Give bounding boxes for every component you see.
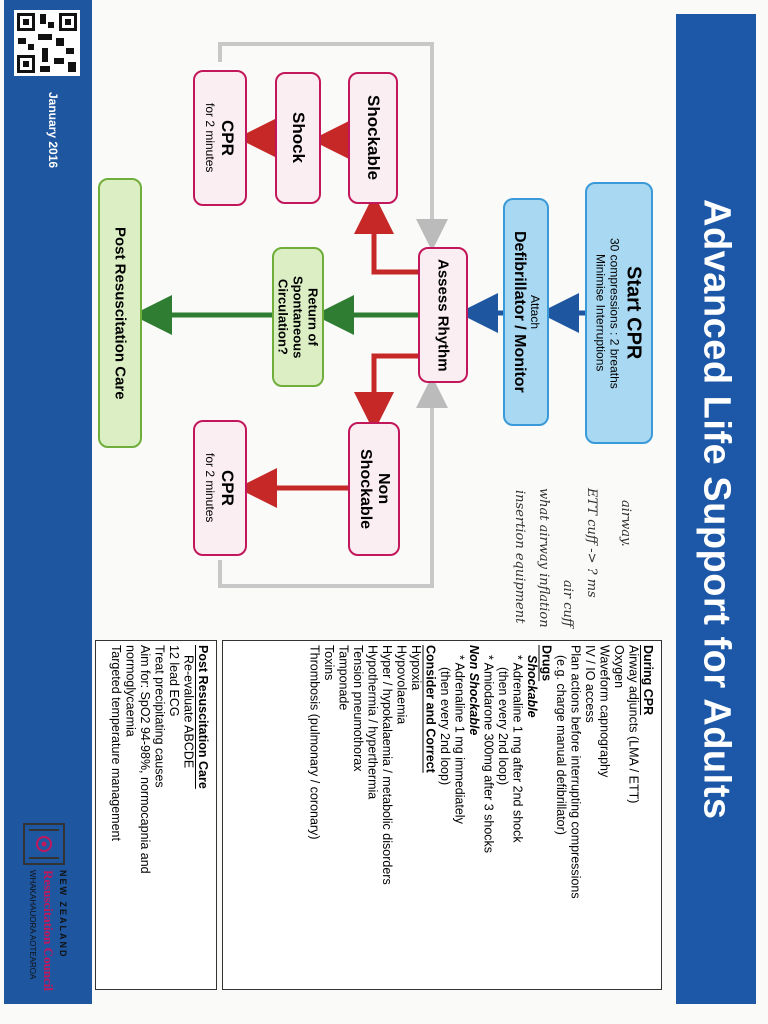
consider-item: Hyper / hypokalaemia / metabolic disorde… <box>380 645 394 885</box>
defib-line2: Defibrillator / Monitor <box>511 231 528 393</box>
cpr-non-shockable-box: CPR for 2 minutes <box>193 420 247 556</box>
during-cpr-panel: During CPR Airway adjuncts (LMA / ETT) O… <box>222 640 662 990</box>
consider-item: Hypoxia <box>409 645 423 691</box>
handwritten-note: ETT cuff -> ? ms <box>584 488 599 598</box>
cpr-non-shockable-title: CPR <box>218 470 237 506</box>
during-cpr-item: Waveform capnography <box>597 645 612 778</box>
shock-box: Shock <box>275 72 321 204</box>
drugs-shockable-heading: Shockable <box>525 655 539 718</box>
post-resus-item: Aim for: SpO2 94-98%, normocapnia and <box>138 645 152 874</box>
cpr-shockable-title: CPR <box>218 120 237 156</box>
handwritten-note: airway. <box>618 500 633 547</box>
australian-resuscitation-council-logo-icon <box>29 721 80 803</box>
post-resuscitation-panel: Post Resuscitation Care Re-evaluate ABCD… <box>95 640 217 990</box>
consider-item: Hypothermia / hyperthermia <box>365 645 380 800</box>
drugs-heading: Drugs <box>539 645 554 682</box>
nzrc-line3: WHAKAHAUORA AOTEAROA <box>28 870 37 980</box>
assess-rhythm-label: Assess Rhythm <box>434 258 452 372</box>
post-resus-item: Treat precipitating causes <box>152 645 167 788</box>
post-resus-item: 12 lead ECG <box>167 645 181 717</box>
drug-item: * Amiodarone 300mg after 3 shocks <box>481 655 496 854</box>
date-label: January 2016 <box>46 92 60 169</box>
drug-item: (then every 2nd loop) <box>438 667 452 786</box>
cpr-shockable-sub: for 2 minutes <box>203 103 217 173</box>
start-cpr-box: Start CPR 30 compressions : 2 breaths Mi… <box>585 182 653 444</box>
handwritten-note: insertion equipment <box>512 490 527 624</box>
consider-item: Toxins <box>322 645 336 681</box>
start-cpr-line2: Minimise Interruptions <box>593 254 608 372</box>
post-resus-item: Re-evaluate ABCDE <box>181 655 196 769</box>
drug-item: (then every 2nd loop) <box>496 667 510 786</box>
shock-label: Shock <box>289 112 308 164</box>
start-cpr-line1: 30 compressions : 2 breaths <box>607 237 622 389</box>
nzrc-line2: Resuscitation Council <box>41 870 56 991</box>
assess-rhythm-box: Assess Rhythm <box>418 247 468 383</box>
shockable-box: Shockable <box>348 72 398 204</box>
title-band: Advanced Life Support for Adults <box>676 14 756 1004</box>
during-cpr-item: Oxygen <box>612 645 626 689</box>
start-cpr-title: Start CPR <box>622 266 645 360</box>
consider-item: Tension pneumothorax <box>351 645 365 772</box>
consider-correct-heading: Consider and Correct <box>423 645 438 773</box>
during-cpr-item: IV / IO access <box>583 645 597 723</box>
shockable-label: Shockable <box>364 95 383 181</box>
defibrillator-box: Attach Defibrillator / Monitor <box>503 198 549 426</box>
nz-resuscitation-council-logo-icon <box>23 823 65 865</box>
during-cpr-heading: During CPR <box>641 645 655 716</box>
nzrc-line1: NEW ZEALAND <box>58 870 68 959</box>
arc-logo-text: AUSTRALIAN RESUSCITATION COUNCIL <box>13 730 33 779</box>
consider-item: Tamponade <box>336 645 351 711</box>
qr-code-icon <box>14 10 80 76</box>
defib-line1: Attach <box>528 294 542 330</box>
cpr-shockable-box: CPR for 2 minutes <box>193 70 247 206</box>
handwritten-note: what airway inflation <box>536 488 551 628</box>
rosc-box: Return of Spontaneous Circulation? <box>272 247 324 387</box>
consider-item: Thrombosis (pulmonary / coronary) <box>307 645 322 840</box>
post-resuscitation-box: Post Resuscitation Care <box>98 178 142 448</box>
post-resuscitation-label: Post Resuscitation Care <box>111 226 129 400</box>
post-resus-item: Targeted temperature management <box>109 645 123 841</box>
non-shockable-box: Non Shockable <box>348 422 400 556</box>
during-cpr-item: Airway adjuncts (LMA / ETT) <box>626 645 641 804</box>
during-cpr-item: (e.g. charge manual defibrillator) <box>554 655 568 835</box>
non-shockable-line1: Non <box>375 473 392 505</box>
rosc-line2: Spontaneous <box>290 275 306 359</box>
cpr-non-shockable-sub: for 2 minutes <box>203 453 217 523</box>
handwritten-note: air cuff <box>560 580 575 628</box>
post-resus-item: normoglycaemia <box>123 645 138 737</box>
non-shockable-line2: Shockable <box>357 448 374 530</box>
consider-item: Hypovolaemia <box>394 645 409 725</box>
during-cpr-item: Plan actions before interrupting compres… <box>568 645 583 899</box>
drug-item: * Adrenaline 1 mg after 2nd shock <box>510 655 525 843</box>
rosc-line1: Return of <box>305 288 321 346</box>
post-resuscitation-heading: Post Resuscitation Care <box>196 645 210 789</box>
page-title: Advanced Life Support for Adults <box>695 198 738 820</box>
rosc-line3: Circulation? <box>275 279 291 355</box>
drugs-non-shockable-heading: Non Shockable <box>467 645 481 736</box>
drug-item: * Adrenaline 1 mg immediately <box>452 655 467 824</box>
left-stripe: January 2016 <box>4 0 92 1004</box>
